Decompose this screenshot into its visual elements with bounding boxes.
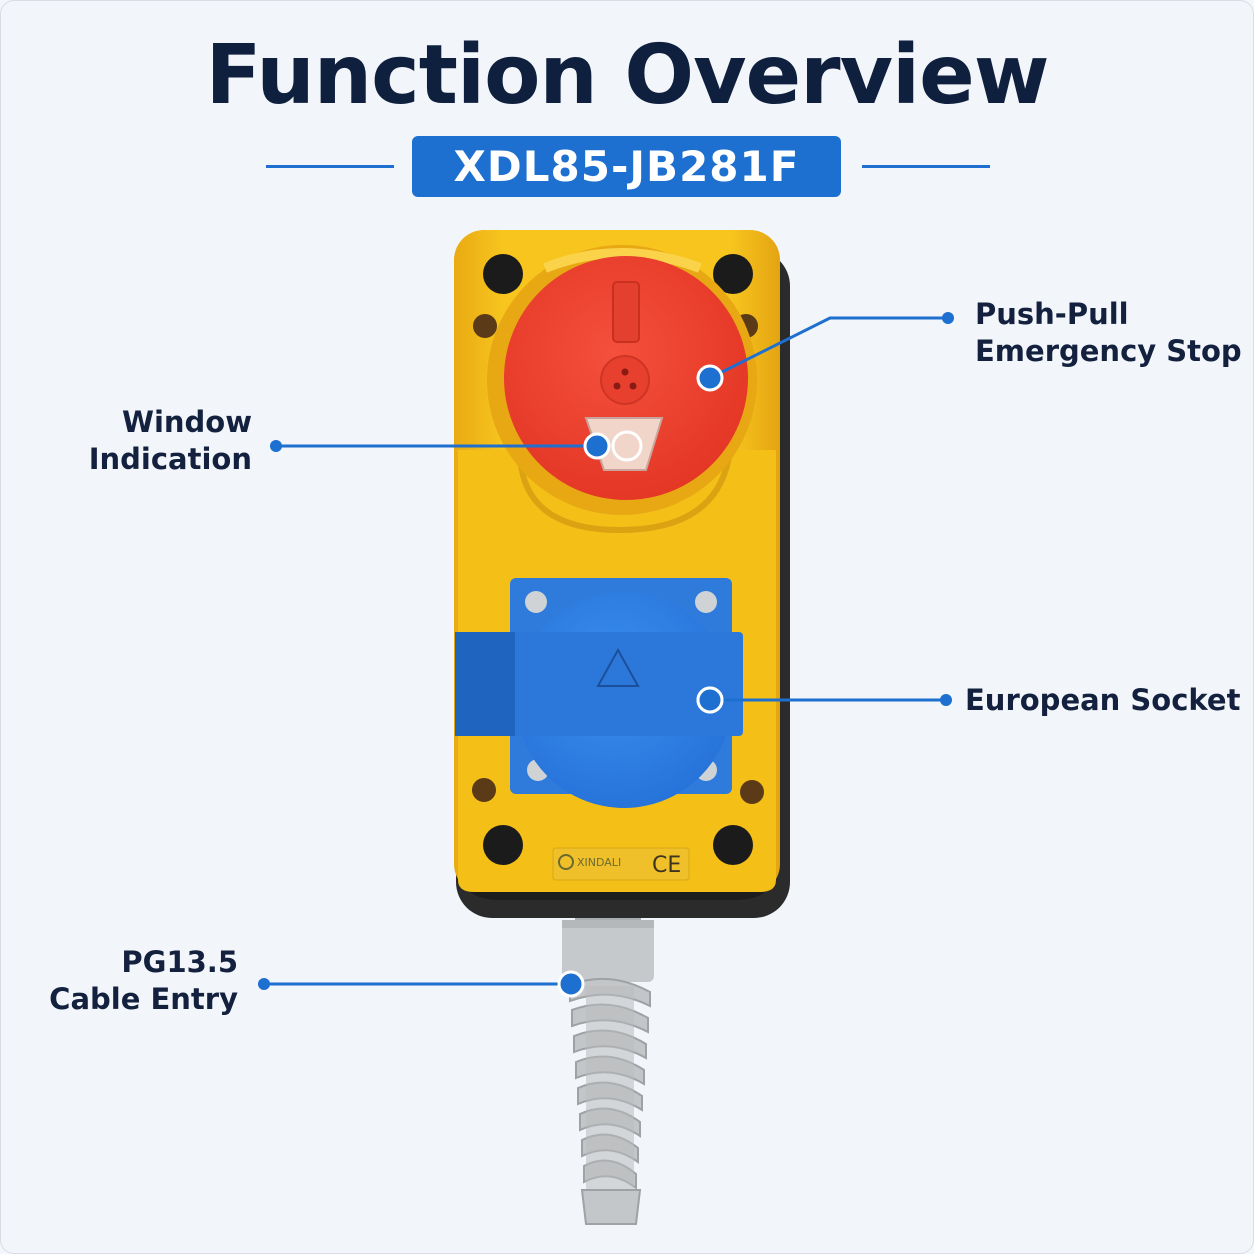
callout-cable-line2: Cable Entry xyxy=(49,982,238,1016)
mounting-holes xyxy=(472,254,764,865)
callout-push-pull-line2: Emergency Stop xyxy=(975,334,1242,368)
callout-dots xyxy=(258,312,954,990)
callout-window: Window Indication xyxy=(60,404,252,478)
brand-text: XINDALI xyxy=(577,856,621,869)
model-divider-left xyxy=(266,165,394,168)
callout-cable-line1: PG13.5 xyxy=(121,945,238,979)
cable-gland xyxy=(562,888,654,1225)
ce-mark: CE xyxy=(652,853,681,878)
brand-label xyxy=(552,847,690,881)
callout-lines xyxy=(264,316,948,986)
callout-push-pull-line1: Push-Pull xyxy=(975,297,1129,331)
callout-socket-line1: European Socket xyxy=(965,683,1241,717)
callout-window-line1: Window xyxy=(121,405,252,439)
european-socket xyxy=(455,578,743,808)
page-title: Function Overview xyxy=(205,28,1050,123)
model-divider-right xyxy=(862,165,990,168)
callout-window-line2: Indication xyxy=(88,442,252,476)
callout-socket: European Socket xyxy=(965,682,1240,719)
callout-markers xyxy=(557,364,724,998)
callout-cable: PG13.5 Cable Entry xyxy=(40,944,238,1018)
callout-push-pull: Push-Pull Emergency Stop xyxy=(975,296,1242,370)
model-badge: XDL85-JB281F xyxy=(412,136,841,197)
